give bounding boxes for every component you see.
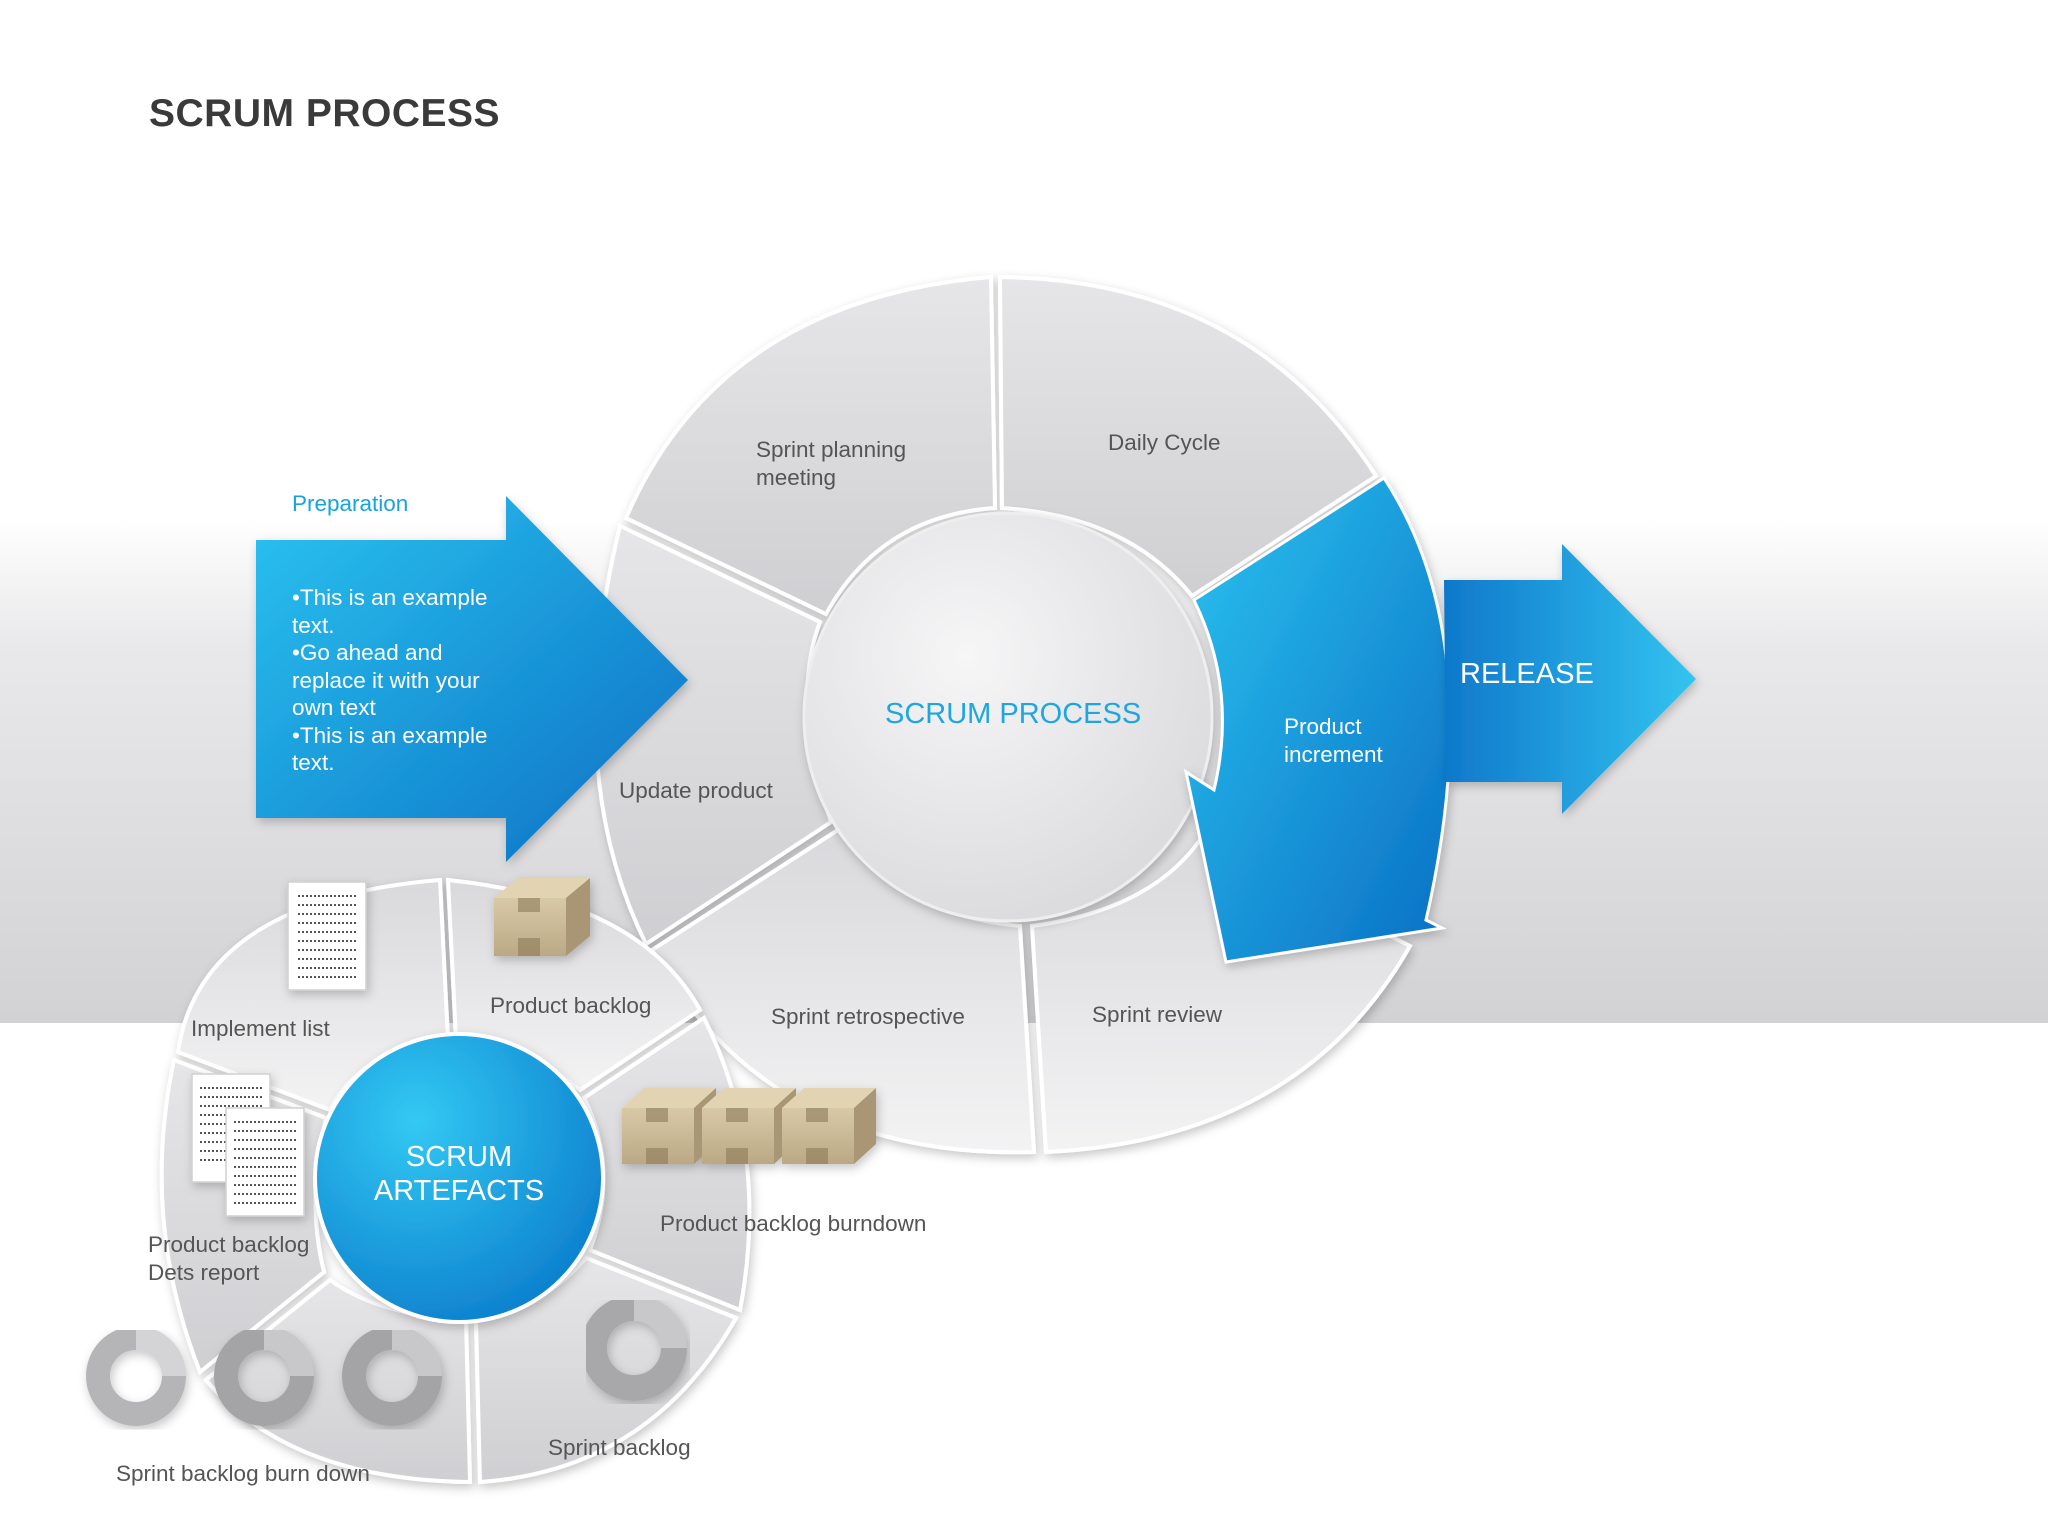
segment-sprint-planning[interactable] [623, 274, 998, 617]
box-icon [494, 878, 590, 956]
preparation-heading: Preparation [292, 491, 409, 516]
cycle-center-label: SCRUM PROCESS [885, 698, 1142, 730]
preparation-bullet: •This is an example text. [292, 722, 488, 776]
release-label: RELEASE [1460, 658, 1594, 690]
boxes-row-icon [622, 1088, 876, 1164]
artefacts-center-label: SCRUM ARTEFACTS [373, 1141, 545, 1207]
preparation-bullet: •This is an example text. [292, 585, 488, 638]
page-title: SCRUM PROCESS [149, 92, 501, 135]
cycle-center [802, 511, 1214, 923]
release-arrow[interactable] [1444, 544, 1696, 814]
update-product-label: Update product [619, 778, 773, 803]
documents-stack-icon [191, 1073, 305, 1217]
segment-daily-cycle[interactable] [997, 274, 1379, 599]
implement-list-label: Implement list [191, 1016, 330, 1041]
product-backlog-label: Product backlog [490, 993, 652, 1018]
sprint-review-label: Sprint review [1092, 1002, 1223, 1027]
preparation-bullet: •Go ahead and replace it with your own t… [292, 640, 480, 720]
sprint-backlog-label: Sprint backlog [548, 1435, 691, 1460]
donut-chart-icon [581, 1295, 687, 1401]
preparation-arrow[interactable] [256, 496, 688, 862]
preparation-bullets: •This is an example text. •Go ahead and … [292, 584, 522, 777]
document-icon [287, 881, 367, 991]
sprint-backlog-burn-down-label: Sprint backlog burn down [116, 1461, 370, 1486]
artefacts-center [313, 1032, 605, 1324]
product-backlog-dets-report-label: Product backlog Dets report [148, 1232, 310, 1285]
sprint-planning-label: Sprint planning meeting [756, 437, 907, 490]
sprint-retrospective-label: Sprint retrospective [771, 1004, 965, 1029]
product-increment-arrow[interactable] [1183, 475, 1452, 964]
donut-charts-row-icon [86, 1326, 442, 1426]
product-backlog-burndown-label: Product backlog burndown [660, 1211, 927, 1236]
product-increment-label: Product increment [1284, 714, 1383, 767]
daily-cycle-label: Daily Cycle [1108, 430, 1221, 455]
